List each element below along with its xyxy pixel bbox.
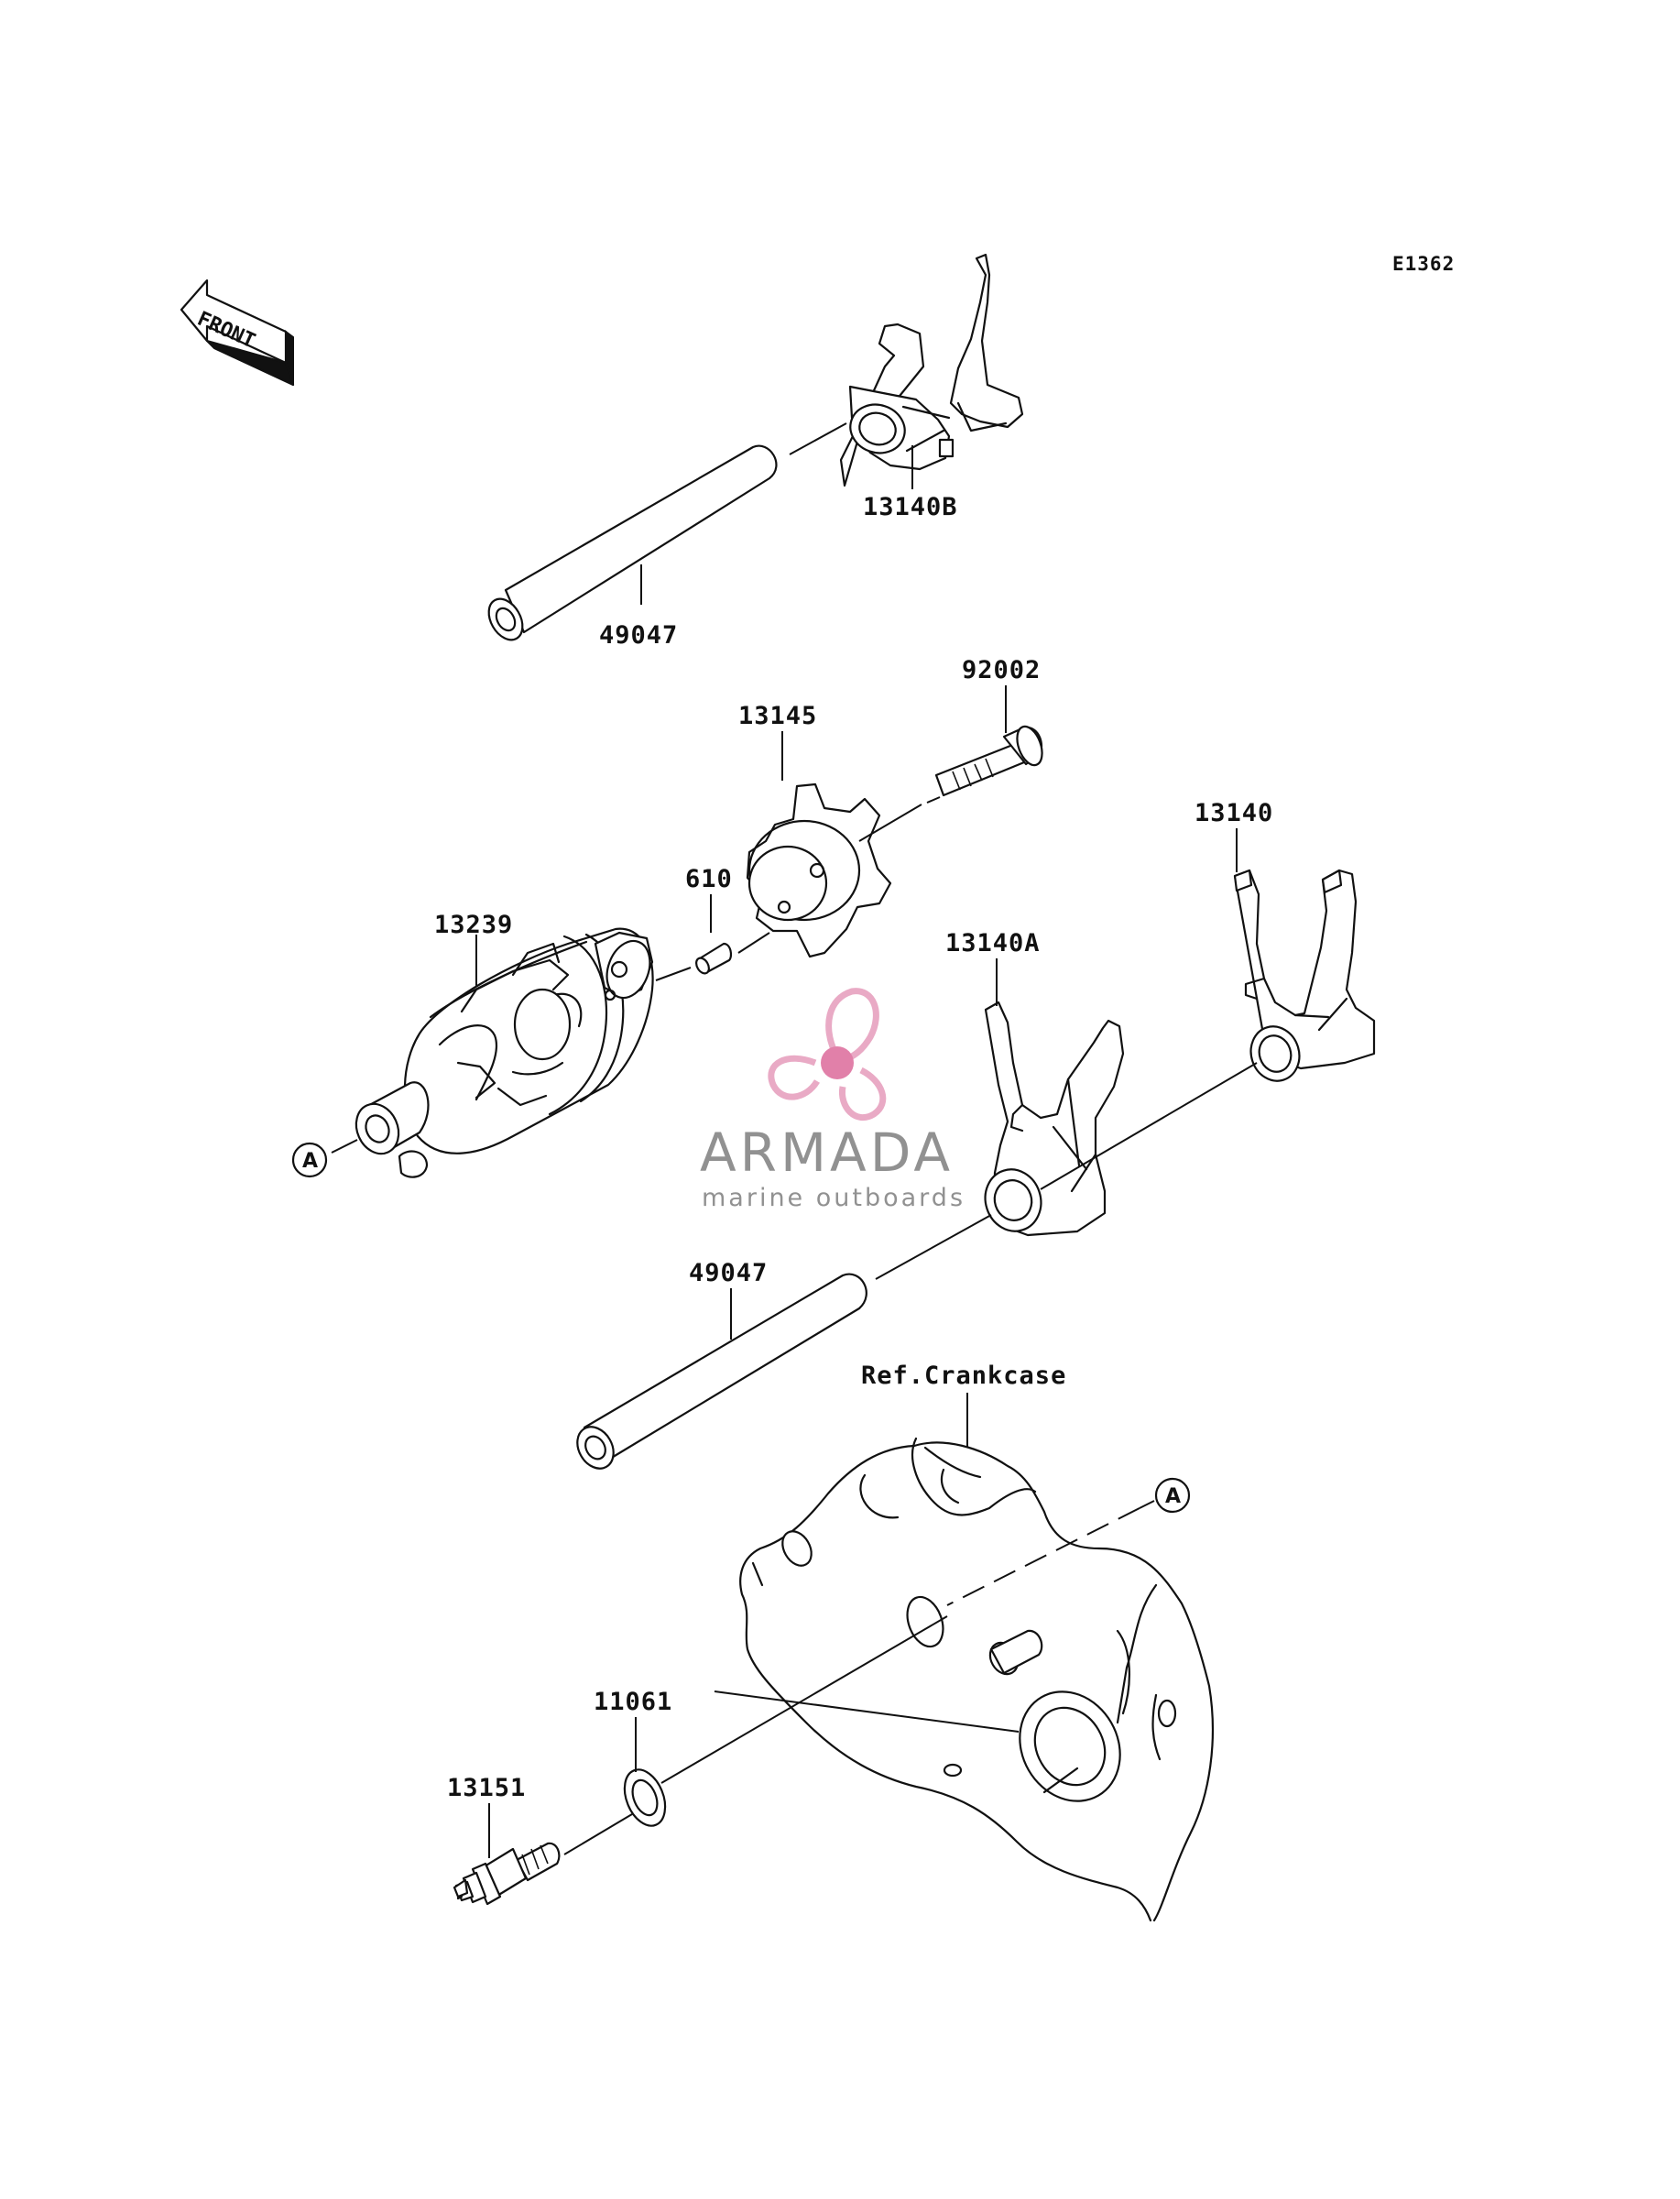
label-13239: 13239 [434,911,513,939]
bolt-92002 [926,725,1043,804]
shift-drum-13239 [331,927,654,1178]
dowel-pin-610 [655,932,770,981]
reference-marker-a-drum-label: A [302,1150,318,1173]
label-11061: 11061 [594,1688,672,1716]
label-13140A: 13140A [945,929,1041,957]
label-49047-lower: 49047 [689,1259,768,1287]
label-610: 610 [685,865,733,893]
shift-fork-13140 [1233,869,1376,1082]
front-arrow-icon: FRONT [180,279,295,387]
label-92002: 92002 [962,656,1041,684]
label-49047-upper: 49047 [599,621,678,650]
reference-dashed-line [946,1507,1140,1606]
reference-marker-a-drum: A [291,1142,328,1178]
label-ref-crankcase: Ref.Crankcase [861,1362,1066,1390]
diagram-code: E1362 [1392,253,1455,275]
leader-fork-link [1040,1062,1258,1190]
label-13140: 13140 [1195,799,1273,827]
reference-marker-a-crankcase: A [1154,1477,1191,1514]
cam-plate-13145 [746,782,922,958]
neutral-switch-13151 [453,1813,633,1906]
armada-logo: ARMADA marine outboards [700,988,965,1212]
label-13140B: 13140B [863,493,958,521]
shift-rod-upper [487,422,847,641]
reference-marker-a-crankcase-label: A [1165,1485,1181,1508]
brand-tagline: marine outboards [702,1184,965,1212]
brand-name: ARMADA [700,1121,954,1184]
shift-fork-13140A [984,1001,1125,1237]
shift-rod-lower [576,1214,992,1470]
label-13145: 13145 [738,702,817,730]
propeller-icon [768,988,887,1121]
washer-11061 [623,1615,948,1827]
label-13151: 13151 [447,1774,526,1802]
crankcase-reference [714,1437,1214,1922]
shift-fork-13140B [839,253,1024,487]
reference-marker-leader [1139,1500,1155,1509]
